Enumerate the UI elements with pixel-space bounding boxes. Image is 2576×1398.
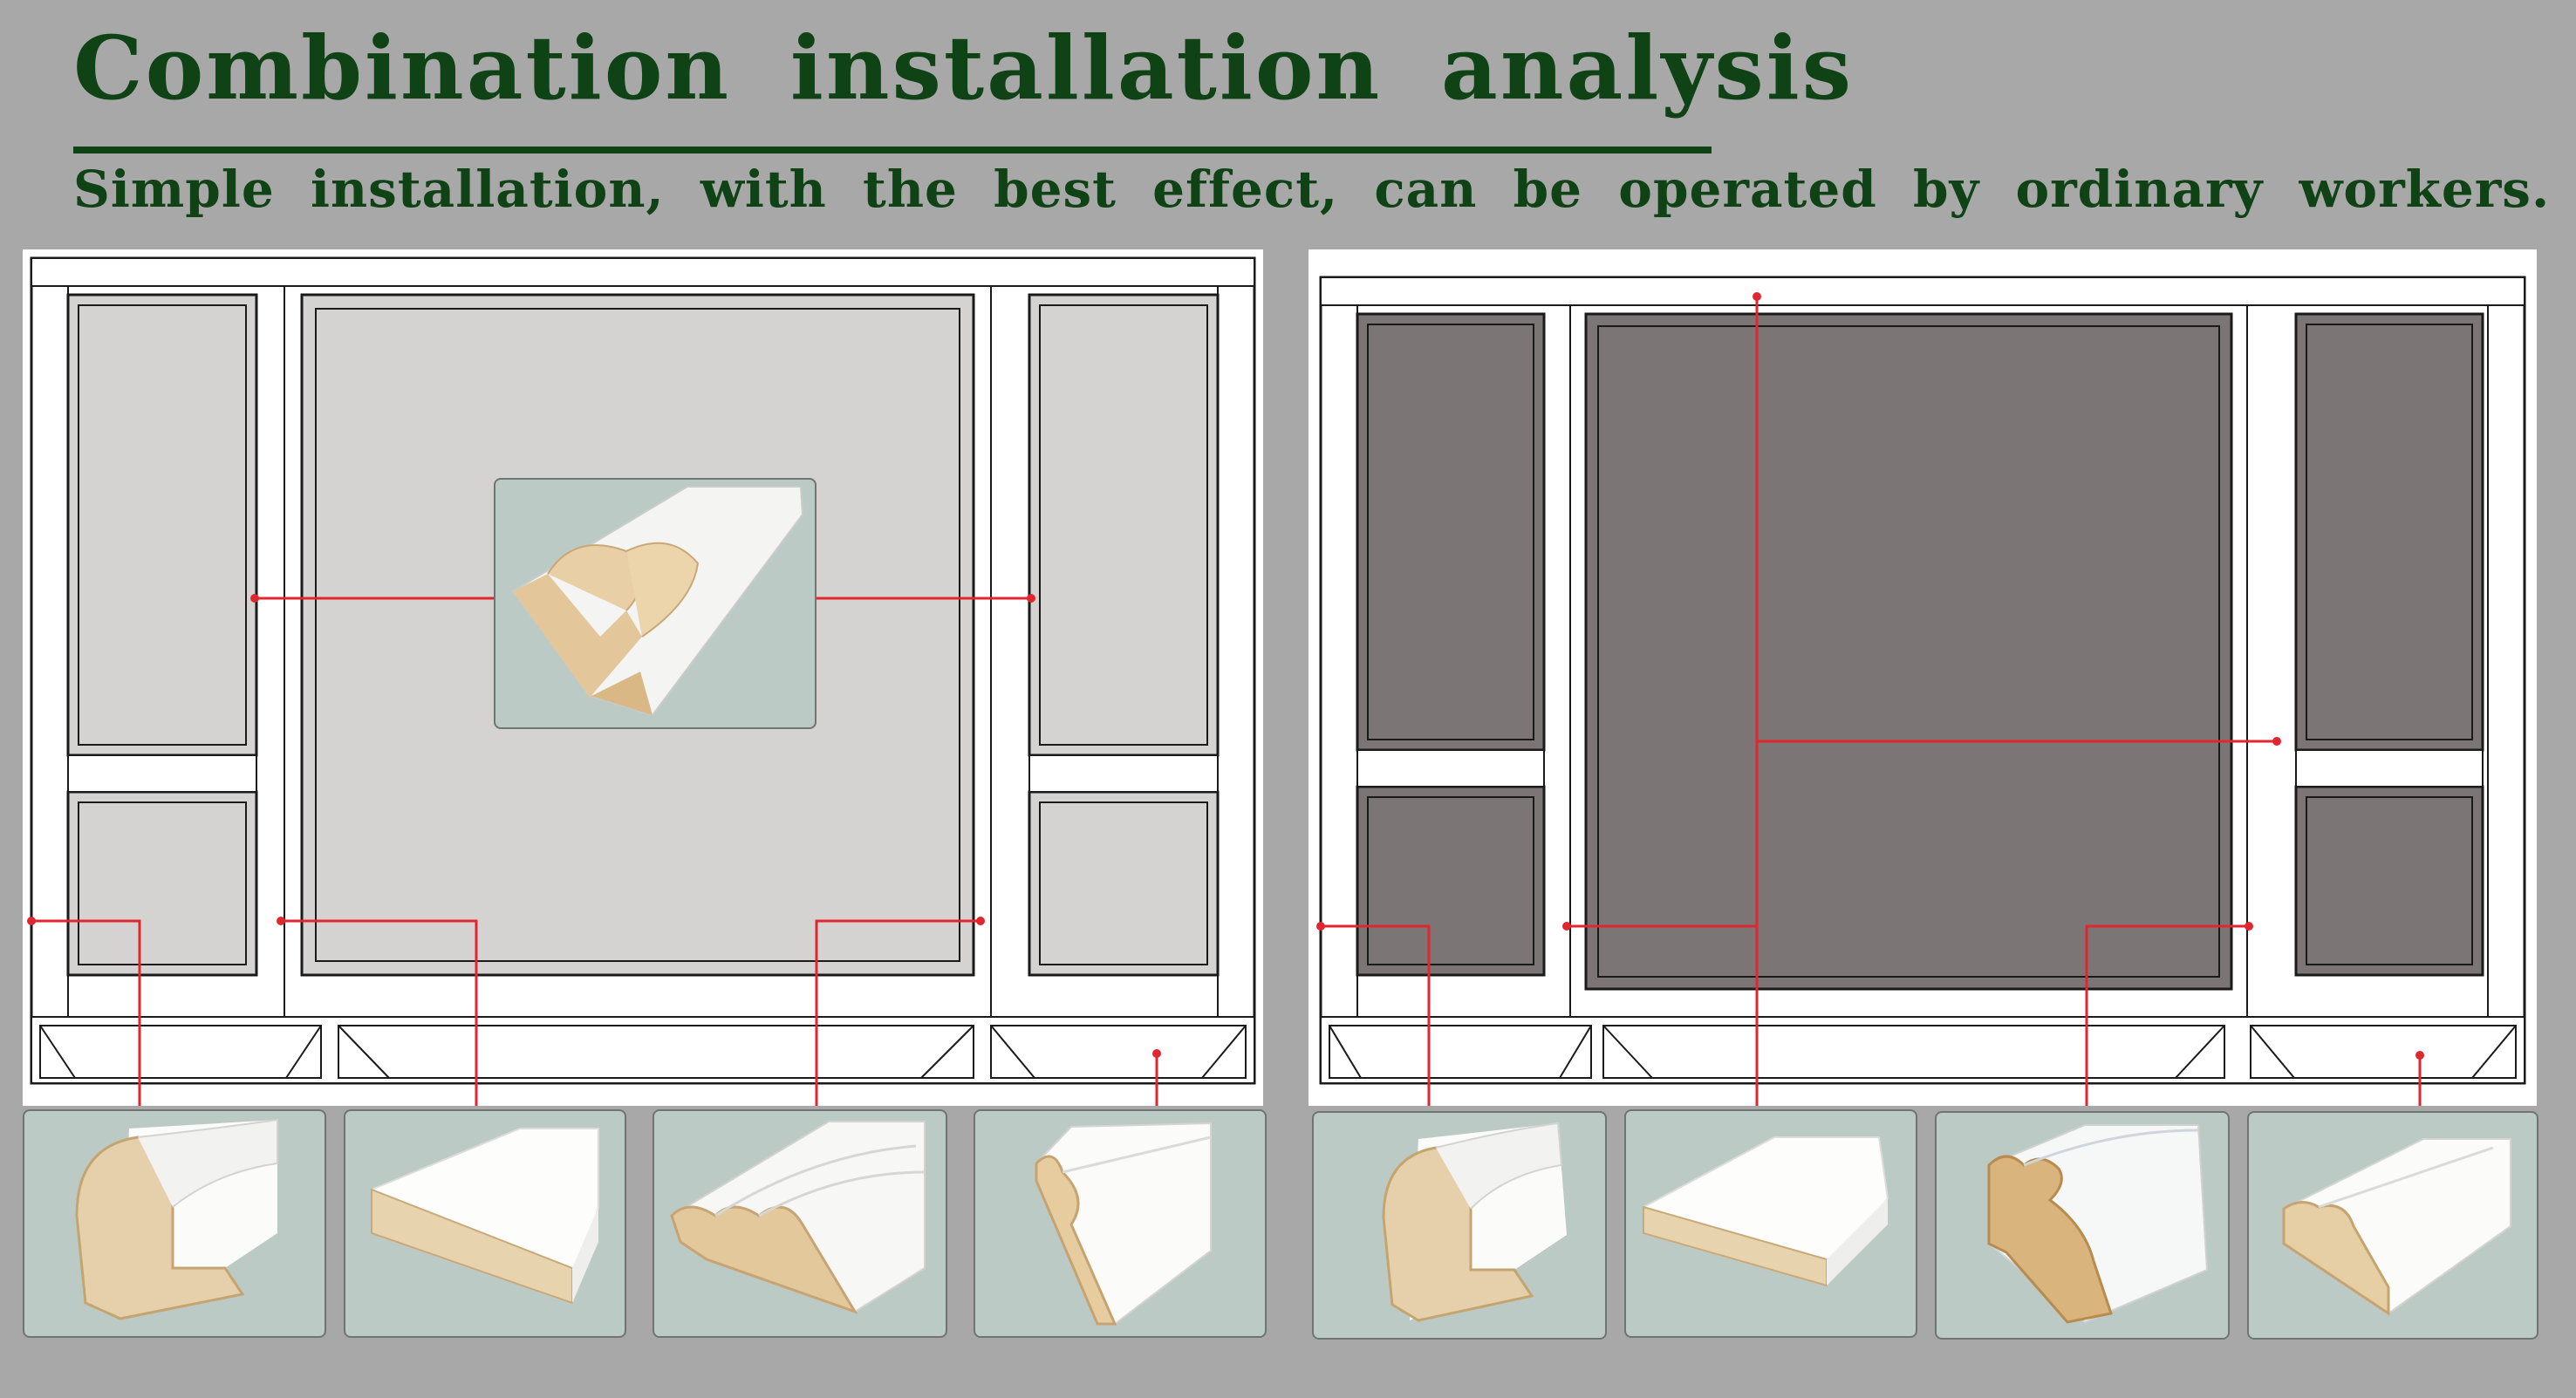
right-row-profile-3 [1935, 1111, 2230, 1340]
right-row-profile-4 [2247, 1111, 2538, 1340]
left-row-profile-4 [974, 1109, 1267, 1338]
right-row-profile-1 [1312, 1111, 1607, 1340]
left-row-profile-2 [344, 1109, 626, 1338]
rounded-bead-moulding-icon [1382, 1122, 1567, 1322]
beveled-panel-moulding-icon [511, 486, 804, 717]
center-moulding-profile [494, 478, 817, 729]
left-row-profile-1 [23, 1109, 326, 1338]
left-row-profile-3 [653, 1109, 947, 1338]
ogee-skirting-icon [2282, 1138, 2511, 1316]
ogee-moulding-icon [1987, 1124, 2209, 1324]
page-title: Combination installation analysis [73, 17, 1855, 119]
title-underline [73, 147, 1712, 153]
right-row-profile-2 [1624, 1109, 1917, 1338]
rounded-bead-moulding-icon [75, 1118, 278, 1320]
stepped-crown-moulding-icon [670, 1121, 926, 1314]
page-subtitle: Simple installation, with the best effec… [73, 160, 2551, 219]
flat-board-icon [371, 1128, 599, 1305]
skirting-board-icon [1035, 1122, 1212, 1326]
flat-board-icon [1643, 1136, 1889, 1287]
right-wall-panel-elevation [1308, 249, 2537, 1106]
